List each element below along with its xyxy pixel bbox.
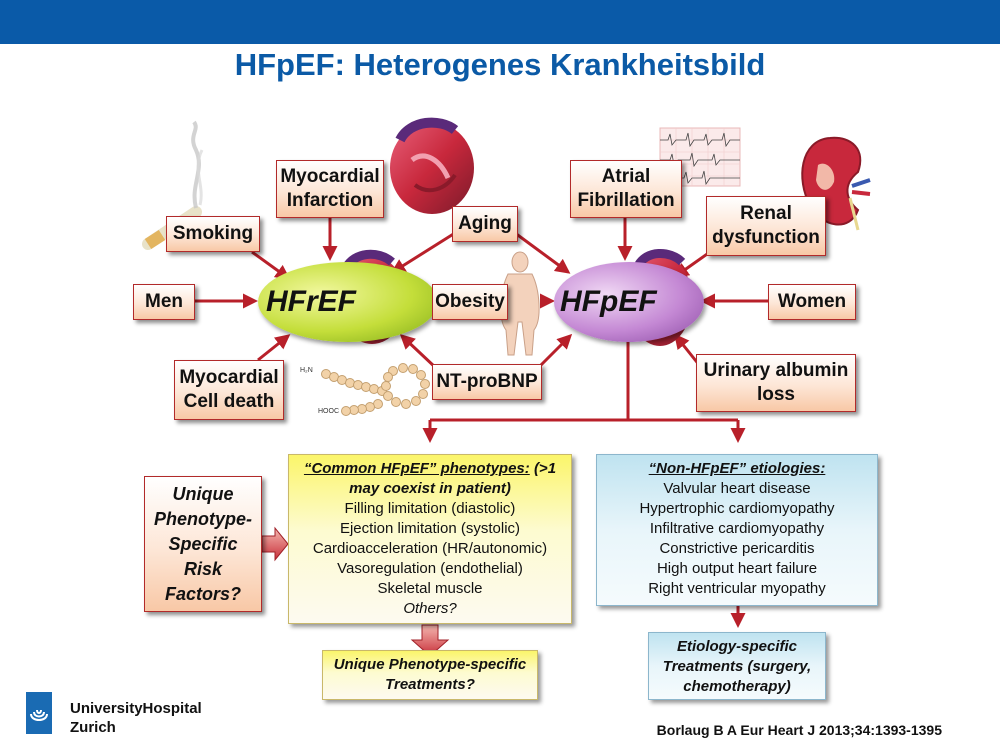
women-label: Women <box>777 291 847 312</box>
etio-treat-line2: Treatments (surgery, <box>662 658 812 675</box>
box-smoking: Smoking <box>166 216 260 252</box>
molecule-label-nh2: H₂N <box>300 367 313 374</box>
ntprobnp-label: NT-proBNP <box>436 371 538 392</box>
logo-line1: UniversityHospital <box>70 700 202 717</box>
box-myocardial-infarction: Myocardial Infarction <box>276 160 384 218</box>
page-title: HFpEF: Heterogenes Krankheitsbild <box>234 47 766 82</box>
box-aging: Aging <box>452 206 518 242</box>
box-myocardial-cell-death: Myocardial Cell death <box>174 360 284 420</box>
etiology-item: Right ventricular myopathy <box>648 580 826 597</box>
af-line1: Atrial <box>601 166 651 187</box>
box-renal-dysfunction: Renal dysfunction <box>706 196 826 256</box>
hfref-label: HFrEF <box>266 285 356 318</box>
etiology-item: High output heart failure <box>656 560 818 577</box>
box-common-phenotypes: “Common HFpEF” phenotypes: (>1 may coexi… <box>288 454 572 624</box>
box-urinary-albumin-loss: Urinary albumin loss <box>696 354 856 412</box>
molecule-label-cooh: HOOC <box>318 408 339 415</box>
common-heading-suffix: (>1 <box>533 460 557 477</box>
box-nt-probnp: NT-proBNP <box>432 364 542 400</box>
etiology-item: Hypertrophic cardiomyopathy <box>639 500 835 517</box>
risk-line3: Specific <box>168 533 238 554</box>
hfpef-label: HFpEF <box>560 285 657 318</box>
box-unique-treatments: Unique Phenotype-specific Treatments? <box>322 650 538 700</box>
unique-treat-line1: Unique Phenotype-specific <box>333 656 527 673</box>
mi-line1: Myocardial <box>280 166 380 187</box>
box-non-hfpef-etiologies: “Non-HFpEF” etiologies: Valvular heart d… <box>596 454 878 606</box>
arrow-celldeath-hfref <box>257 334 291 362</box>
common-heading-row1: “Common HFpEF” phenotypes: (>1 <box>289 459 571 479</box>
urinary-line2: loss <box>756 384 796 405</box>
celldeath-line1: Myocardial <box>179 367 279 388</box>
etiology-item: Valvular heart disease <box>663 480 811 497</box>
smoking-label: Smoking <box>172 223 254 244</box>
celldeath-line2: Cell death <box>183 391 275 412</box>
etio-treat-line1: Etiology-specific <box>676 638 798 655</box>
common-heading-row2: may coexist in patient) <box>349 480 511 497</box>
risk-line2: Phenotype- <box>153 508 252 529</box>
box-men: Men <box>133 284 195 320</box>
heart-image-top <box>390 117 474 214</box>
box-atrial-fibrillation: Atrial Fibrillation <box>570 160 682 218</box>
phenotype-item: Cardioacceleration (HR/autonomic) <box>312 540 548 557</box>
aging-label: Aging <box>458 213 512 234</box>
renal-line1: Renal <box>740 203 792 224</box>
etiology-item: Constrictive pericarditis <box>659 540 815 557</box>
renal-line2: dysfunction <box>712 227 820 248</box>
box-obesity: Obesity <box>432 284 508 320</box>
af-line2: Fibrillation <box>577 190 675 211</box>
phenotype-item: Vasoregulation (endothelial) <box>337 560 523 577</box>
obesity-label: Obesity <box>435 291 505 312</box>
ecg-strip-image <box>659 127 741 187</box>
risk-line5: Factors? <box>164 583 242 604</box>
phenotype-item: Skeletal muscle <box>377 580 483 597</box>
common-heading-text: “Common HFpEF” phenotypes: <box>303 460 530 477</box>
unique-treat-line2: Treatments? <box>385 676 475 693</box>
university-logo-text: UniversityHospital Zurich <box>70 699 202 737</box>
arrow-aging-hfpef <box>514 231 571 274</box>
urinary-line1: Urinary albumin <box>703 360 849 381</box>
hfpef-ellipse: HFpEF <box>554 262 704 342</box>
men-label: Men <box>145 291 183 312</box>
phenotype-item: Ejection limitation (systolic) <box>339 520 521 537</box>
hfref-ellipse: HFrEF <box>258 262 438 342</box>
block-arrow-down <box>410 624 450 657</box>
etiology-item: Infiltrative cardiomyopathy <box>649 520 825 537</box>
mi-line2: Infarction <box>286 190 374 211</box>
arrow-ntprobnp-hfpef <box>536 333 573 370</box>
header-bar <box>0 0 1000 44</box>
box-etiology-treatments: Etiology-specific Treatments (surgery, c… <box>648 632 826 700</box>
phenotype-others: Others? <box>403 600 457 617</box>
citation-reference: Borlaug B A Eur Heart J 2013;34:1393-139… <box>656 722 942 738</box>
molecule-chain-image <box>321 363 430 416</box>
risk-line1: Unique <box>172 483 234 504</box>
box-unique-risk-factors: Unique Phenotype- Specific Risk Factors? <box>144 476 262 612</box>
branch-lines <box>422 340 746 628</box>
non-hfpef-heading: “Non-HFpEF” etiologies: <box>597 459 877 479</box>
arrow-aging-hfref <box>390 231 456 274</box>
risk-line4: Risk <box>183 558 223 579</box>
logo-line2: Zurich <box>70 719 116 736</box>
university-logo-icon <box>26 692 52 734</box>
block-arrow-right <box>261 526 289 562</box>
box-women: Women <box>768 284 856 320</box>
phenotype-item: Filling limitation (diastolic) <box>344 500 516 517</box>
arrow-ntprobnp-hfref <box>399 333 438 370</box>
non-hfpef-heading-text: “Non-HFpEF” etiologies: <box>648 460 826 477</box>
etio-treat-line3: chemotherapy) <box>683 678 791 695</box>
